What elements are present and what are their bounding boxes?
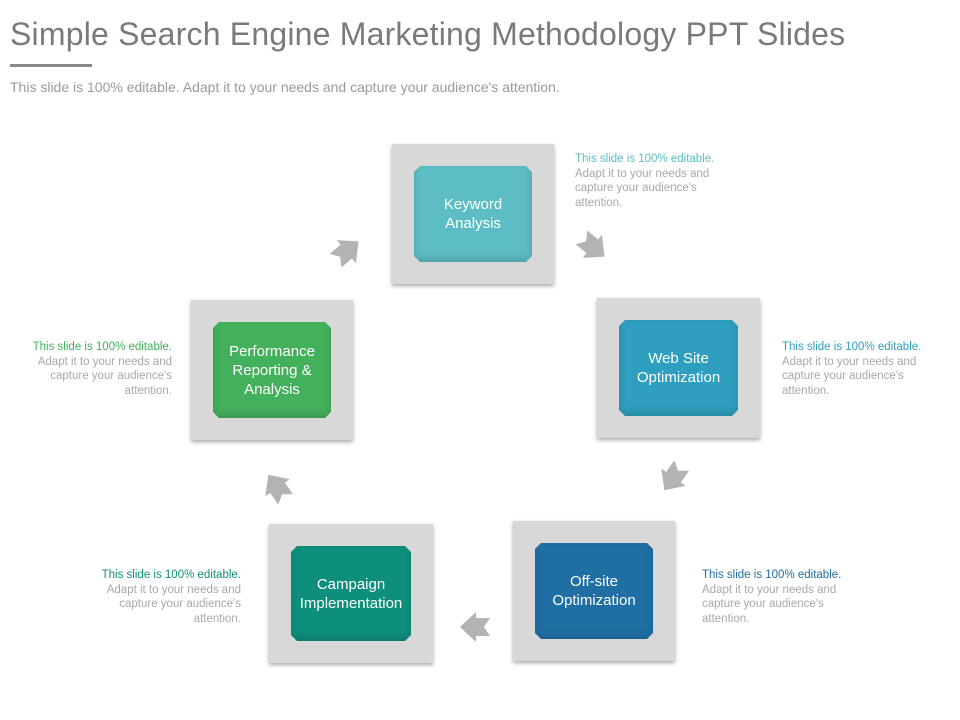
note-body: Adapt it to your needs and capture your …	[106, 583, 241, 625]
step-label: Performance Reporting & Analysis	[229, 342, 315, 398]
note-head: This slide is 100% editable.	[101, 569, 241, 581]
note-performance-reporting: This slide is 100% editable. Adapt it to…	[20, 340, 172, 398]
note-head: This slide is 100% editable.	[575, 153, 715, 165]
title-underline	[10, 64, 92, 67]
note-off-site-optimization: This slide is 100% editable. Adapt it to…	[702, 568, 854, 626]
arrow-to-web-site-icon	[575, 230, 605, 258]
step-label: Campaign Implementation	[299, 575, 403, 612]
step-frame-keyword-analysis: Keyword Analysis	[392, 144, 554, 284]
note-keyword-analysis: This slide is 100% editable. Adapt it to…	[575, 152, 727, 210]
step-tile-keyword-analysis[interactable]: Keyword Analysis	[414, 166, 532, 262]
note-body: Adapt it to your needs and capture your …	[575, 167, 710, 209]
step-tile-campaign-implementation[interactable]: Campaign Implementation	[291, 546, 411, 641]
note-head: This slide is 100% editable.	[782, 341, 922, 353]
note-campaign-implementation: This slide is 100% editable. Adapt it to…	[89, 568, 241, 626]
arrow-to-campaign-icon	[460, 612, 490, 642]
arrow-to-off-site-icon	[661, 460, 689, 491]
arrow-to-keyword-analysis-icon	[329, 240, 359, 268]
slide-subtitle: This slide is 100% editable. Adapt it to…	[10, 79, 560, 95]
step-label: Keyword Analysis	[443, 196, 503, 232]
note-body: Adapt it to your needs and capture your …	[702, 583, 837, 625]
step-label: Off-site Optimization	[552, 573, 636, 609]
step-tile-off-site-optimization[interactable]: Off-site Optimization	[535, 543, 653, 639]
step-frame-performance-reporting: Performance Reporting & Analysis	[191, 300, 353, 440]
note-head: This slide is 100% editable.	[32, 341, 172, 353]
note-body: Adapt it to your needs and capture your …	[37, 355, 172, 397]
step-tile-web-site-optimization[interactable]: Web Site Optimization	[619, 320, 738, 416]
step-frame-web-site-optimization: Web Site Optimization	[597, 298, 760, 438]
note-body: Adapt it to your needs and capture your …	[782, 355, 917, 397]
step-label: Web Site Optimization	[636, 350, 721, 386]
arrow-to-performance-icon	[265, 474, 293, 505]
step-frame-campaign-implementation: Campaign Implementation	[269, 524, 433, 663]
note-head: This slide is 100% editable.	[702, 569, 842, 581]
slide-title: Simple Search Engine Marketing Methodolo…	[10, 16, 846, 52]
step-frame-off-site-optimization: Off-site Optimization	[513, 521, 675, 661]
note-web-site-optimization: This slide is 100% editable. Adapt it to…	[782, 340, 934, 398]
step-tile-performance-reporting[interactable]: Performance Reporting & Analysis	[213, 322, 331, 418]
